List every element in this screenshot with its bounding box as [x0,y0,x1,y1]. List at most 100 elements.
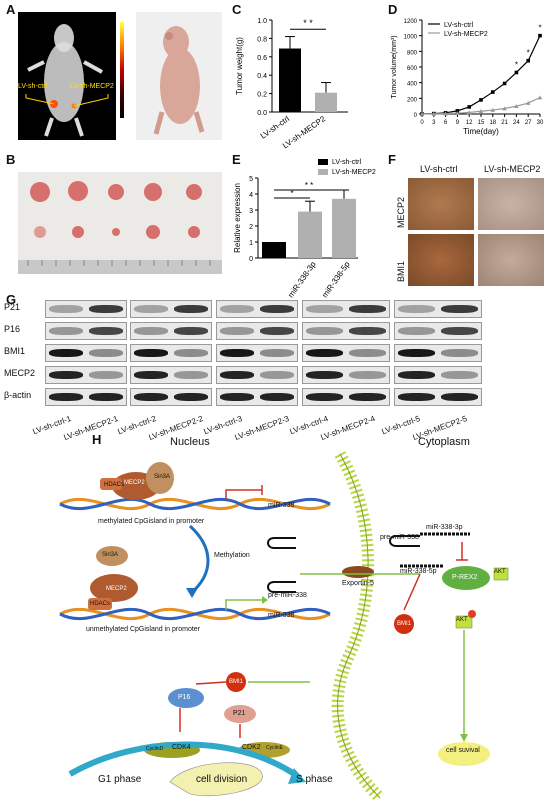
blot-band [134,349,168,357]
d-point [490,107,495,112]
d-point [467,105,471,109]
blot-band [398,327,435,335]
ihc-image-2 [478,178,544,230]
d-point [502,106,507,111]
panel-e-letter: E [232,152,241,167]
blot-strip [45,366,127,384]
pre-mir338-right: pre-miR-338 [380,534,419,541]
d-ytick-label: 800 [407,50,418,56]
hdac-upper: HDACs [104,482,125,488]
hdac-lower: HDACs [90,601,111,607]
g1-phase-label: G1 phase [98,774,142,785]
c-bar-1 [315,92,337,112]
colorbar [120,22,124,118]
e-bar-0 [262,242,286,258]
blot-band [174,305,208,313]
e-sig-star-1: * [290,189,293,198]
blot-band [349,349,386,357]
blot-strip [45,388,127,406]
d-series-line-0 [421,35,541,115]
bmi1-left: BMI1 [229,679,244,685]
blot-band [134,393,168,401]
d-legend-label: LV-sh-MECP2 [444,31,488,38]
blot-strip [394,366,482,384]
e-legend-swatch [318,159,328,165]
d-point [538,33,542,38]
e-sig-star-2: * * [305,181,313,190]
blot-strip [130,388,212,406]
e-ytick-label: 1 [249,240,253,247]
e-ytick-label: 5 [249,176,253,183]
mir338-upper: miR-338 [268,502,295,509]
ihc-col-mecp2: LV-sh-MECP2 [484,164,541,174]
d-xtick-label: 9 [456,120,460,126]
d-point [526,58,530,63]
e-xtick-label: miR-338-5p [320,260,352,300]
blot-band [49,371,83,379]
blot-band [89,305,123,313]
blot-band [174,371,208,379]
methylated-label: methylated CpGisland in promoter [98,518,205,525]
blot-band [89,393,123,401]
ihc-image-4 [478,234,544,286]
unmethylated-label: unmethylated CpGisland in promoter [86,626,201,633]
ihc-row-bmi1: BMI1 [396,260,406,282]
blot-strip [130,322,212,340]
d-point [479,98,483,102]
d-point [491,90,495,94]
d-point [455,109,460,113]
d-point [431,111,436,116]
c-ylabel: Tumor weight(g) [235,37,244,95]
e-ytick-label: 2 [249,224,253,231]
blot-strip [45,300,127,318]
blot-strip [130,300,212,318]
sin3a-upper: Sin3A [154,474,171,480]
methylation-label: Methylation [214,552,250,559]
blot-strip [130,344,212,362]
blot-band [134,305,168,313]
blot-band [260,327,294,335]
e-ytick-label: 3 [249,208,253,215]
blot-band [306,305,343,313]
blot-strip [45,344,127,362]
e-ylabel: Relative expression [233,183,242,253]
blot-row-label: BMI1 [4,346,26,356]
e-ytick-label: 0 [249,256,253,263]
blot-band [398,393,435,401]
ihc-image-1 [408,178,474,230]
blot-strip [45,322,127,340]
prex2-label: P-REX2 [452,574,478,581]
blot-band [134,371,168,379]
blot-band [260,371,294,379]
survival-label: cell suvival [446,747,480,754]
blot-band [49,393,83,401]
blot-strip [302,344,390,362]
e-ytick-label: 4 [249,192,253,199]
d-point [419,111,425,116]
blot-strip [302,322,390,340]
akt-label: AKT [494,569,506,575]
c-xtick-label: LV-sh-ctrl [259,114,292,141]
blot-band [349,371,386,379]
blot-row-label: β-actin [4,390,32,400]
blot-strip [302,300,390,318]
blot-band [441,371,478,379]
d-point [467,110,472,115]
d-point [502,81,507,86]
blot-band [220,349,254,357]
excised-tumor-photo [18,172,222,274]
blot-row-label: P21 [4,302,21,312]
e-legend-label: LV-sh-MECP2 [332,169,376,176]
d-legend-label: LV-sh-ctrl [444,22,473,29]
blot-band [220,327,254,335]
d-point [455,111,460,116]
c-ytick-label: 0.4 [257,73,267,80]
blot-strip [394,388,482,406]
d-xtick-label: 30 [537,120,544,126]
ihc-col-ctrl: LV-sh-ctrl [420,164,458,174]
d-ytick-label: 600 [407,66,418,72]
d-point [514,70,519,75]
blot-band [441,393,478,401]
